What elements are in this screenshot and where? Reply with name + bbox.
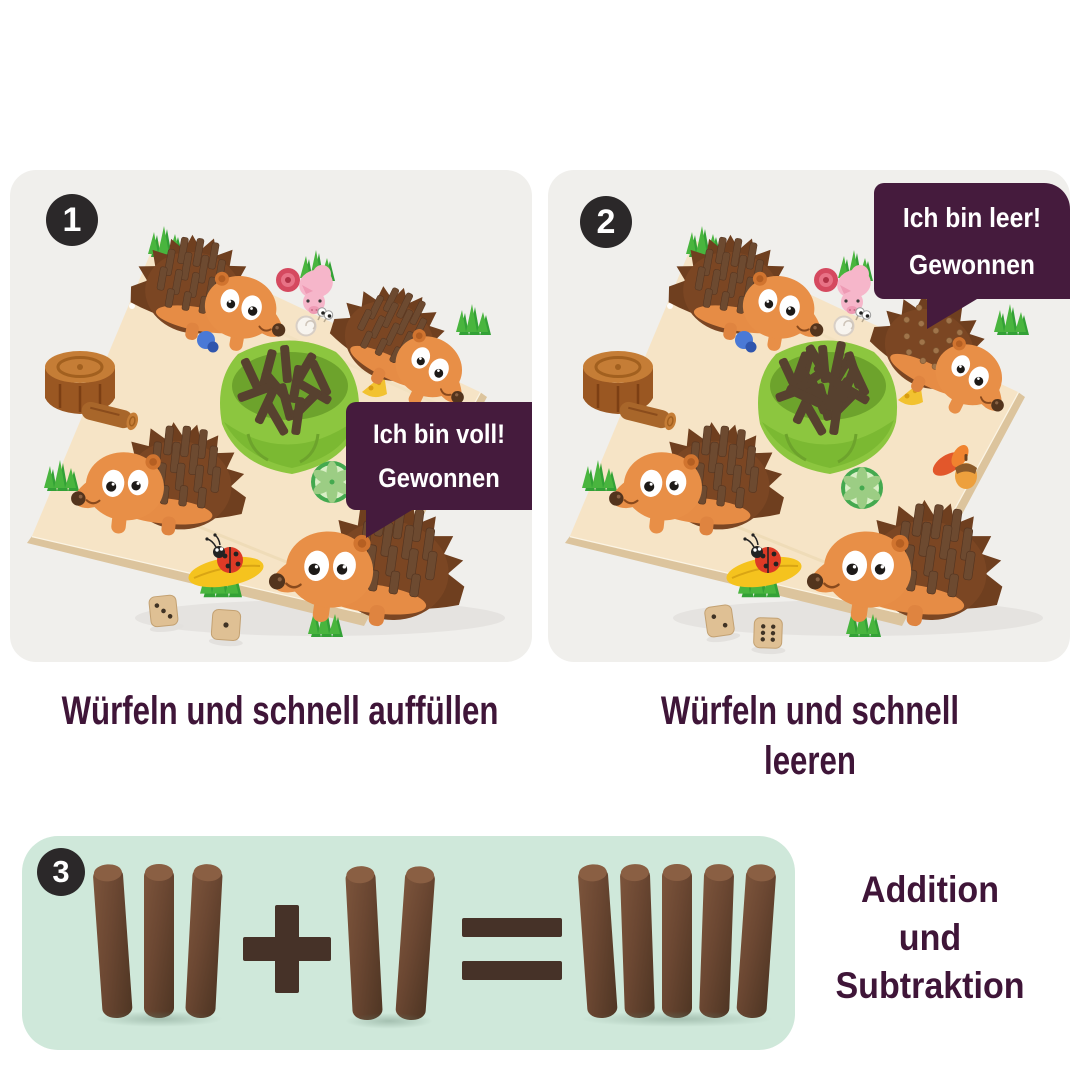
step-number: 1 — [62, 200, 82, 239]
wooden-stick — [144, 864, 174, 1018]
bubble-text: Ich bin leer! — [902, 202, 1042, 233]
wooden-stick — [662, 864, 692, 1018]
speech-bubble-full: Ich bin voll! Gewonnen — [346, 402, 532, 538]
wooden-stick — [619, 865, 655, 1019]
label-line: und — [898, 917, 962, 958]
speech-bubble-empty: Ich bin leer! Gewonnen — [874, 183, 1070, 329]
label-line: Addition — [860, 869, 999, 910]
addend2-sticks — [345, 867, 436, 1029]
step-1-badge: 1 — [46, 194, 98, 246]
die-icon — [208, 608, 246, 648]
lime-slice-icon — [841, 467, 883, 509]
die-icon — [750, 616, 788, 656]
caption-step-2: Würfeln und schnell leeren — [540, 686, 1080, 786]
label-line: Subtraktion — [835, 965, 1025, 1006]
addend1-sticks — [92, 864, 223, 1027]
step-number: 3 — [52, 854, 70, 889]
caption-step-1: Würfeln und schnell auffüllen — [0, 686, 540, 736]
bubble-text: Gewonnen — [378, 463, 500, 493]
wooden-stick — [699, 865, 735, 1019]
sum-sticks — [577, 864, 777, 1027]
grass-icon — [994, 304, 1029, 335]
caption-text: Würfeln und schnell auffüllen — [61, 689, 499, 733]
equals-icon — [462, 918, 562, 980]
step-number: 2 — [596, 202, 616, 241]
step-panel-2: 2 Ich bin leer! Gewonnen — [548, 170, 1070, 662]
step-2-badge: 2 — [580, 196, 632, 248]
bubble-text: Gewonnen — [909, 249, 1035, 280]
equation-label: Addition und Subtraktion — [805, 866, 1055, 1010]
plus-icon — [243, 905, 331, 993]
step-panel-1: 1 Ich bin voll! Gewonnen — [10, 170, 532, 662]
grass-icon — [456, 304, 491, 335]
step-3-badge: 3 — [37, 848, 85, 896]
bubble-text: Ich bin voll! — [372, 419, 505, 449]
caption-text: Würfeln und schnell leeren — [660, 689, 960, 783]
